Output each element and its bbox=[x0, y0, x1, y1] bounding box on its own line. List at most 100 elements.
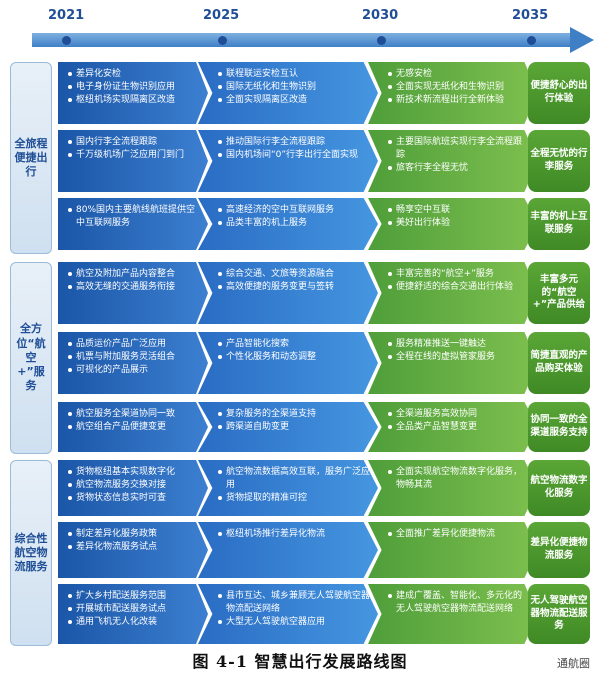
stage-item: 高效便捷的服务变更与签转 bbox=[218, 281, 370, 294]
section-label: 全旅程便捷出行 bbox=[10, 62, 52, 254]
stage-item: 80%国内主要航线航班提供空中互联网服务 bbox=[68, 204, 200, 230]
stage-item: 大型无人驾驶航空器应用 bbox=[218, 616, 370, 629]
stage-2-block: 复杂服务的全渠道支持跨渠道自助变更 bbox=[198, 402, 378, 452]
stage-1-block: 扩大乡村配送服务范围开展城市配送服务试点通用飞机无人化改装 bbox=[58, 584, 208, 644]
stage-item: 新技术新流程出行全新体验 bbox=[388, 94, 530, 107]
roadmap-row: 80%国内主要航线航班提供空中互联网服务高速经济的空中互联网服务品类丰富的机上服… bbox=[58, 198, 590, 250]
year-dot bbox=[218, 36, 227, 45]
year-dot bbox=[527, 36, 536, 45]
roadmap-row: 差异化安检电子身份证生物识别应用枢纽机场实现隔离区改造联程联运安检互认国际无纸化… bbox=[58, 62, 590, 124]
goal-box: 差异化便捷物流服务 bbox=[528, 522, 590, 578]
stage-item: 制定差异化服务政策 bbox=[68, 528, 200, 541]
year-dot bbox=[377, 36, 386, 45]
figure-caption: 图 4-1 智慧出行发展路线图 bbox=[192, 652, 408, 671]
year-label: 2030 bbox=[362, 8, 399, 23]
watermark: 通航圈 bbox=[557, 657, 590, 670]
goal-box: 全程无忧的行李服务 bbox=[528, 130, 590, 192]
stage-item: 丰富完善的“航空+”服务 bbox=[388, 268, 530, 281]
roadmap-row: 国内行李全流程跟踪千万级机场广泛应用门到门推动国际行李全流程跟踪国内机场间“0”… bbox=[58, 130, 590, 192]
stage-3-block: 丰富完善的“航空+”服务便捷舒适的综合交通出行体验 bbox=[368, 262, 538, 324]
stage-item: 联程联运安检互认 bbox=[218, 68, 370, 81]
stage-item: 主要国际航班实现行李全流程跟踪 bbox=[388, 136, 530, 162]
roadmap-row: 制定差异化服务政策差异化物流服务试点 枢纽机场推行差异化物流 全面推广差异化便捷物流… bbox=[58, 522, 590, 578]
stage-item: 通用飞机无人化改装 bbox=[68, 616, 200, 629]
stage-item: 推动国际行李全流程跟踪 bbox=[218, 136, 370, 149]
stage-item: 航空服务全渠道协同一致 bbox=[68, 408, 200, 421]
stage-item: 全渠道服务高效协同 bbox=[388, 408, 530, 421]
stage-item: 国内机场间“0”行李出行全面实现 bbox=[218, 149, 370, 162]
stage-item: 旅客行李全程无忧 bbox=[388, 162, 530, 175]
roadmap-row: 航空及附加产品内容整合高效无缝的交通服务衔接综合交通、文旅等资源融合高效便捷的服… bbox=[58, 262, 590, 324]
roadmap-row: 航空服务全渠道协同一致航空组合产品便捷变更复杂服务的全渠道支持跨渠道自助变更全渠… bbox=[58, 402, 590, 452]
goal-box: 简捷直观的产品购买体验 bbox=[528, 332, 590, 394]
stage-item: 航空组合产品便捷变更 bbox=[68, 421, 200, 434]
stage-1-block: 品质运价产品广泛应用机票与附加服务灵活组合可视化的产品展示 bbox=[58, 332, 208, 394]
roadmap-row: 品质运价产品广泛应用机票与附加服务灵活组合可视化的产品展示产品智能化搜索个性化服… bbox=[58, 332, 590, 394]
timeline-arrow-head bbox=[570, 27, 594, 53]
section-label: 全方位“航空+”服务 bbox=[10, 262, 52, 454]
roadmap-section: 综合性航空物流服务货物枢纽基本实现数字化航空物流服务交换对接货物状态信息实时可查… bbox=[10, 460, 590, 646]
stage-3-block: 建成广覆盖、智能化、多元化的无人驾驶航空器物流配送网络 bbox=[368, 584, 538, 644]
stage-item: 全品类产品智慧变更 bbox=[388, 421, 530, 434]
stage-2-block: 联程联运安检互认国际无纸化和生物识别全面实现隔离区改造 bbox=[198, 62, 378, 124]
stage-item: 航空及附加产品内容整合 bbox=[68, 268, 200, 281]
stage-2-block: 县市互达、城乡兼顾无人驾驶航空器物流配送网络大型无人驾驶航空器应用 bbox=[198, 584, 378, 644]
stage-item: 品质运价产品广泛应用 bbox=[68, 338, 200, 351]
stage-2-block: 综合交通、文旅等资源融合高效便捷的服务变更与签转 bbox=[198, 262, 378, 324]
stage-item: 产品智能化搜索 bbox=[218, 338, 370, 351]
goal-box: 丰富多元的“航空+”产品供给 bbox=[528, 262, 590, 324]
stage-item: 差异化物流服务试点 bbox=[68, 541, 200, 554]
stage-item: 国际无纸化和生物识别 bbox=[218, 81, 370, 94]
year-label: 2025 bbox=[203, 8, 240, 23]
stage-item: 全面推广差异化便捷物流 bbox=[388, 528, 530, 541]
stage-item: 航空物流服务交换对接 bbox=[68, 479, 200, 492]
stage-item: 复杂服务的全渠道支持 bbox=[218, 408, 370, 421]
roadmap-row: 货物枢纽基本实现数字化航空物流服务交换对接货物状态信息实时可查航空物流数据高效互… bbox=[58, 460, 590, 516]
stage-item: 县市互达、城乡兼顾无人驾驶航空器物流配送网络 bbox=[218, 590, 370, 616]
stage-1-block: 航空及附加产品内容整合高效无缝的交通服务衔接 bbox=[58, 262, 208, 324]
stage-item: 千万级机场广泛应用门到门 bbox=[68, 149, 200, 162]
stage-3-block: 服务精准推送一键触达全程在线的虚拟管家服务 bbox=[368, 332, 538, 394]
stage-item: 服务精准推送一键触达 bbox=[388, 338, 530, 351]
roadmap-section: 全旅程便捷出行差异化安检电子身份证生物识别应用枢纽机场实现隔离区改造联程联运安检… bbox=[10, 62, 590, 254]
stage-item: 可视化的产品展示 bbox=[68, 364, 200, 377]
stage-item: 全程在线的虚拟管家服务 bbox=[388, 351, 530, 364]
stage-item: 枢纽机场推行差异化物流 bbox=[218, 528, 370, 541]
stage-item: 货物枢纽基本实现数字化 bbox=[68, 466, 200, 479]
stage-2-block: 航空物流数据高效互联，服务广泛应用货物提取的精准可控 bbox=[198, 460, 378, 516]
stage-item: 跨渠道自助变更 bbox=[218, 421, 370, 434]
stage-3-block: 全面实现航空物流数字化服务，物畅其流 bbox=[368, 460, 538, 516]
stage-item: 枢纽机场实现隔离区改造 bbox=[68, 94, 200, 107]
stage-item: 全面实现无纸化和生物识别 bbox=[388, 81, 530, 94]
roadmap-row: 扩大乡村配送服务范围开展城市配送服务试点通用飞机无人化改装县市互达、城乡兼顾无人… bbox=[58, 584, 590, 644]
goal-box: 无人驾驶航空器物流配送服务 bbox=[528, 584, 590, 644]
goal-box: 航空物流数字化服务 bbox=[528, 460, 590, 516]
stage-item: 机票与附加服务灵活组合 bbox=[68, 351, 200, 364]
stage-1-block: 国内行李全流程跟踪千万级机场广泛应用门到门 bbox=[58, 130, 208, 192]
stage-1-block: 货物枢纽基本实现数字化航空物流服务交换对接货物状态信息实时可查 bbox=[58, 460, 208, 516]
roadmap-section: 全方位“航空+”服务航空及附加产品内容整合高效无缝的交通服务衔接综合交通、文旅等… bbox=[10, 262, 590, 454]
stage-item: 开展城市配送服务试点 bbox=[68, 603, 200, 616]
stage-2-block: 推动国际行李全流程跟踪国内机场间“0”行李出行全面实现 bbox=[198, 130, 378, 192]
stage-item: 品类丰富的机上服务 bbox=[218, 217, 370, 230]
stage-item: 电子身份证生物识别应用 bbox=[68, 81, 200, 94]
stage-item: 航空物流数据高效互联，服务广泛应用 bbox=[218, 466, 370, 492]
stage-1-block: 80%国内主要航线航班提供空中互联网服务 bbox=[58, 198, 208, 250]
stage-item: 美好出行体验 bbox=[388, 217, 530, 230]
stage-item: 高速经济的空中互联网服务 bbox=[218, 204, 370, 217]
timeline: 2021 2025 2030 2035 bbox=[10, 0, 600, 55]
stage-item: 建成广覆盖、智能化、多元化的无人驾驶航空器物流配送网络 bbox=[388, 590, 530, 616]
stage-2-block: 枢纽机场推行差异化物流 bbox=[198, 522, 378, 578]
stage-item: 扩大乡村配送服务范围 bbox=[68, 590, 200, 603]
year-dot bbox=[62, 36, 71, 45]
stage-item: 货物提取的精准可控 bbox=[218, 492, 370, 505]
stage-3-block: 畅享空中互联美好出行体验 bbox=[368, 198, 538, 250]
stage-3-block: 无感安检全面实现无纸化和生物识别新技术新流程出行全新体验 bbox=[368, 62, 538, 124]
stage-item: 差异化安检 bbox=[68, 68, 200, 81]
stage-2-block: 产品智能化搜索个性化服务和动态调整 bbox=[198, 332, 378, 394]
stage-item: 全面实现航空物流数字化服务，物畅其流 bbox=[388, 466, 530, 492]
stage-2-block: 高速经济的空中互联网服务品类丰富的机上服务 bbox=[198, 198, 378, 250]
section-label: 综合性航空物流服务 bbox=[10, 460, 52, 646]
stage-item: 综合交通、文旅等资源融合 bbox=[218, 268, 370, 281]
stage-item: 便捷舒适的综合交通出行体验 bbox=[388, 281, 530, 294]
